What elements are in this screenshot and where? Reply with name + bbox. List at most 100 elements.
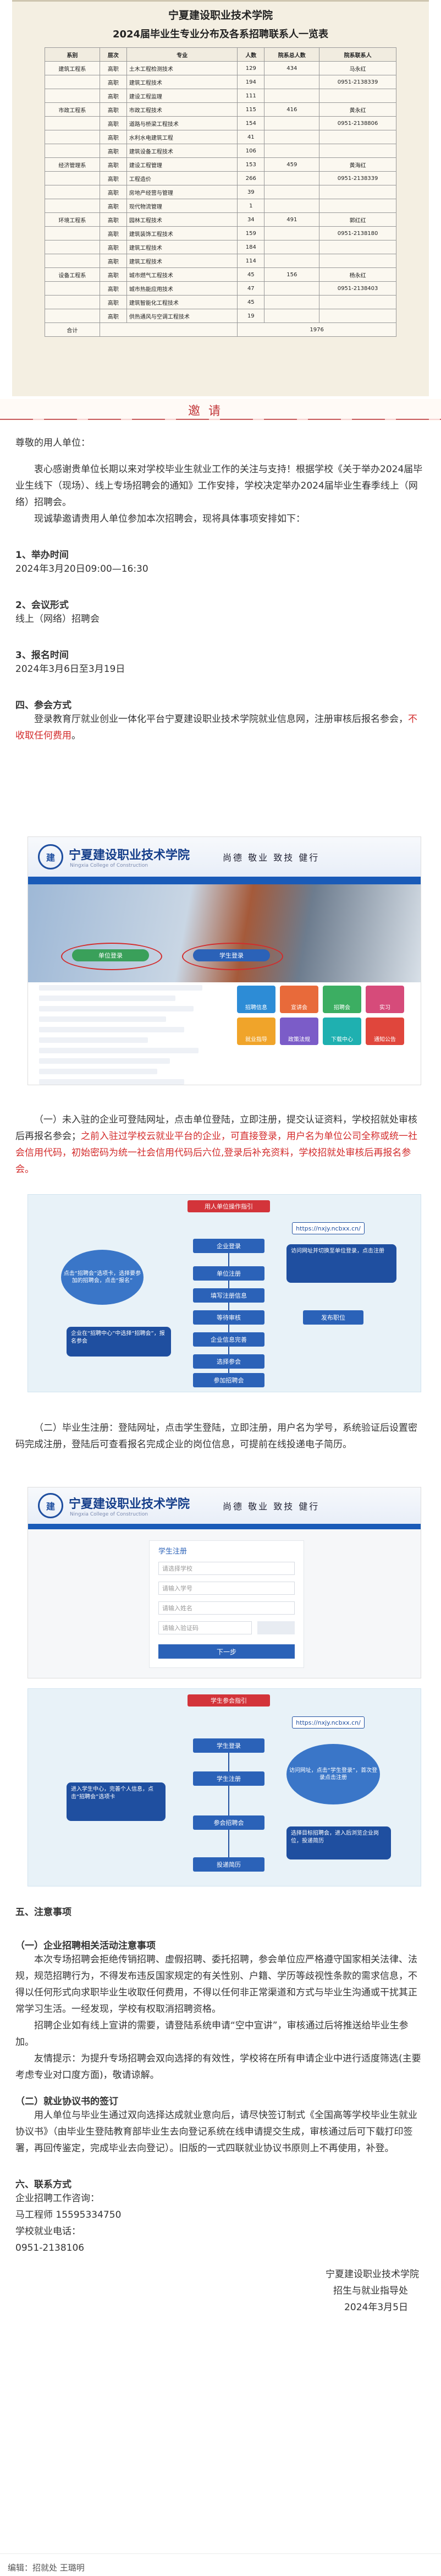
unit-steps-text-red: 之前入驻过学校云就业平台的企业，可直接登录，用户名为单位公司全称或统一社会信用代…	[15, 1131, 417, 1175]
table-cell-count: 19	[237, 309, 265, 323]
table-cell-major: 现代物流管理	[126, 199, 238, 213]
table-cell-dept	[45, 309, 100, 323]
major-distribution-table-image: 宁夏建设职业技术学院 2024届毕业生专业分布及各系招聘联系人一览表 系别层次专…	[12, 0, 429, 396]
table-title: 宁夏建设职业技术学院	[168, 9, 273, 21]
table-cell-dept	[45, 144, 100, 158]
table-header-cell: 院系总人数	[264, 47, 320, 62]
table-cell-count: 114	[237, 254, 265, 268]
site-en-name: Ningxia College of Construction	[70, 863, 148, 868]
table-cell-level: 高职	[99, 185, 127, 199]
table-cell-major: 工程造价	[126, 171, 238, 185]
section-3-text: 2024年3月6日至3月19日	[15, 664, 125, 675]
table-cell-level: 高职	[99, 226, 127, 240]
student-url-note: https://nxjy.ncbxx.cn/	[292, 1716, 365, 1729]
table-cell-total: 416	[264, 102, 320, 117]
table-cell-major: 建筑工程技术	[126, 254, 238, 268]
tile-intern[interactable]: 实习	[366, 986, 404, 1013]
table-cell-contact: 0951-2138339	[319, 75, 396, 89]
table-cell-dept: 环境工程系	[45, 212, 100, 227]
divider-title: 邀 请	[188, 404, 223, 418]
table-cell-level: 高职	[99, 116, 127, 130]
tile-download[interactable]: 下载中心	[323, 1018, 361, 1045]
tile-notice[interactable]: 通知公告	[366, 1018, 404, 1045]
feature-tiles: 招聘信息 宣讲会 招聘会 实习 就业指导 政策法规 下载中心 通知公告	[237, 986, 404, 1045]
student-step-join: 参会招聘会	[193, 1815, 264, 1830]
school-select[interactable]: 请选择学校	[158, 1562, 295, 1575]
table-cell-contact	[319, 254, 396, 268]
divider-bar	[0, 419, 441, 420]
table-cell-dept	[45, 199, 100, 213]
table-cell-level: 高职	[99, 199, 127, 213]
table-cell-count: 1	[237, 199, 265, 213]
table-cell-contact	[319, 89, 396, 103]
tile-policy[interactable]: 政策法规	[280, 1018, 318, 1045]
table-header-cell: 层次	[99, 47, 127, 62]
table-cell-count: 45	[237, 267, 265, 282]
table-cell-major: 建筑智能化工程技术	[126, 295, 238, 309]
table-cell-major: 城市燃气工程技术	[126, 267, 238, 282]
captcha-image[interactable]	[257, 1621, 295, 1634]
table-cell-contact: 0951-2138403	[319, 281, 396, 296]
section-divider: 邀 请	[0, 399, 441, 421]
table-cell-level: 高职	[99, 240, 127, 254]
table-cell-level: 高职	[99, 267, 127, 282]
section-4-text: 登录教育厅就业创业一体化平台宁夏建设职业技术学院就业信息网，注册审核后报名参会，…	[15, 711, 426, 744]
site-nav-bar	[28, 877, 421, 884]
tile-fair[interactable]: 招聘会	[323, 986, 361, 1013]
student-id-input[interactable]: 请输入学号	[158, 1582, 295, 1595]
table-cell-contact: 黄海红	[319, 157, 396, 172]
captcha-input[interactable]: 请输入验证码	[158, 1621, 252, 1634]
table-cell-contact	[319, 185, 396, 199]
table-cell-total: 434	[264, 61, 320, 75]
greeting: 尊敬的用人单位：	[15, 437, 90, 449]
section-4-title: 四、参会方式	[15, 700, 71, 711]
tile-talk[interactable]: 宣讲会	[280, 986, 318, 1013]
table-cell-major: 建设工程监理	[126, 89, 238, 103]
section-2-title: 2、会议形式	[15, 600, 69, 611]
table-cell-level: 高职	[99, 171, 127, 185]
table-cell-contact	[319, 295, 396, 309]
table-cell-total	[264, 254, 320, 268]
table-cell-contact	[319, 144, 396, 158]
table-cell-contact: 杨永红	[319, 267, 396, 282]
reg-site-en-name: Ningxia College of Construction	[70, 1512, 148, 1517]
table-cell-total	[264, 185, 320, 199]
table-cell-dept	[45, 226, 100, 240]
table-cell-count: 47	[237, 281, 265, 296]
unit-login-highlight	[61, 943, 162, 970]
student-steps-text: （二）毕业生注册：登陆网址，点击学生登陆，立即注册，用户名为学号，系统验证后设置…	[0, 1420, 441, 1453]
table-cell-dept	[45, 240, 100, 254]
unit-note-right: 访问网址并切换至单位登录，点击注册	[286, 1244, 396, 1283]
name-input[interactable]: 请输入姓名	[158, 1601, 295, 1615]
editor-credit: 编辑：招就处 王璐明	[8, 2563, 85, 2573]
table-cell-contact: 马永红	[319, 61, 396, 75]
next-button[interactable]: 下一步	[158, 1644, 295, 1659]
table-cell-contact	[319, 240, 396, 254]
table-cell-major: 供热通风与空调工程技术	[126, 309, 238, 323]
table-cell-contact	[319, 199, 396, 213]
table-header-row: 系别层次专业人数院系总人数院系联系人	[45, 47, 396, 62]
tile-job-info[interactable]: 招聘信息	[237, 986, 275, 1013]
contact-title: 六、联系方式	[15, 2179, 71, 2190]
table-cell-total: 459	[264, 157, 320, 172]
student-note-right: 访问网址，点击“学生登录”，首次登录点击注册	[286, 1744, 380, 1804]
table-cell-count: 129	[237, 61, 265, 75]
contact-line-3: 学校就业电话：	[15, 2226, 81, 2237]
table-cell-major: 城市热能应用技术	[126, 281, 238, 296]
table-cell-total	[264, 116, 320, 130]
tile-guide[interactable]: 就业指导	[237, 1018, 275, 1045]
table-cell-dept	[45, 130, 100, 144]
table-cell-major: 土木工程检测技术	[126, 61, 238, 75]
section-3-title: 3、报名时间	[15, 650, 69, 661]
register-form: 学生注册 请选择学校 请输入学号 请输入姓名 请输入验证码 下一步	[149, 1540, 304, 1668]
table-header-cell: 院系联系人	[319, 47, 396, 62]
unit-step-done: 参加招聘会	[193, 1373, 264, 1387]
table-cell-dept: 经济管理系	[45, 157, 100, 172]
